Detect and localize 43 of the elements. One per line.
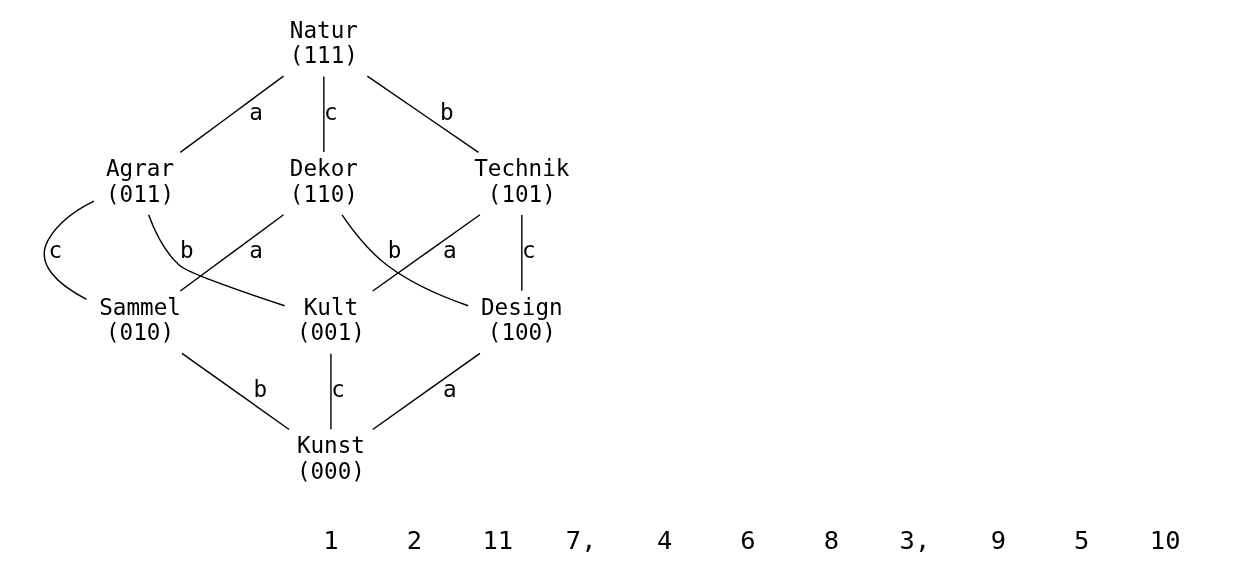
edge-label: a xyxy=(442,375,457,402)
connector xyxy=(521,214,523,292)
label: 7, xyxy=(565,524,597,555)
connector xyxy=(43,200,95,301)
connector xyxy=(330,352,332,430)
edge-label: a xyxy=(442,237,457,264)
node-text: Kunst (000) xyxy=(296,432,365,484)
label: 3, xyxy=(899,524,931,555)
node-text: Dekor (110) xyxy=(289,155,358,207)
connector xyxy=(372,352,481,431)
node-text: Natur (111) xyxy=(289,16,358,69)
node-text: Kult (001) xyxy=(296,293,365,346)
edge-label: c xyxy=(331,375,345,402)
connector xyxy=(179,75,285,154)
connector xyxy=(323,75,325,153)
edge-label: a xyxy=(249,98,263,125)
edge-label: a xyxy=(249,237,263,264)
label: 4 xyxy=(656,524,673,555)
node-text: Sammel (010) xyxy=(99,293,181,346)
connector xyxy=(147,214,286,307)
label: 11 xyxy=(482,524,514,555)
edge-label: c xyxy=(522,237,536,264)
edge-label: b xyxy=(253,375,268,402)
label: 6 xyxy=(740,524,756,555)
edge-label: b xyxy=(179,237,194,264)
edge-label: c xyxy=(48,237,63,264)
connector xyxy=(181,352,290,431)
node-text: Agrar (011) xyxy=(106,155,175,207)
edge-label: b xyxy=(440,98,454,125)
connector xyxy=(372,214,481,292)
label: 9 xyxy=(990,524,1006,555)
label: 2 xyxy=(406,524,423,555)
node-text: Design (100) xyxy=(480,293,563,346)
edge-label: b xyxy=(387,237,402,264)
label: 1 xyxy=(323,524,339,555)
connector xyxy=(179,214,285,292)
connector xyxy=(366,75,480,154)
label: 10 xyxy=(1149,524,1181,555)
label: 8 xyxy=(823,524,840,555)
node-text: Technik (101) xyxy=(474,155,570,207)
connector xyxy=(341,214,469,307)
label: 5 xyxy=(1074,524,1090,555)
edge-label: c xyxy=(324,98,338,125)
